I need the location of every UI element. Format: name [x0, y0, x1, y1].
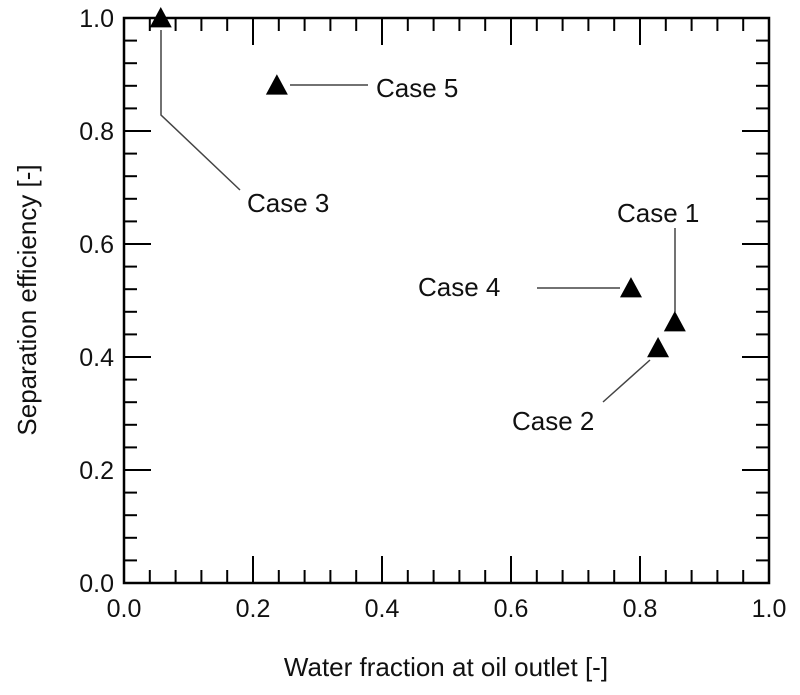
- x-tick-label: 0.8: [623, 595, 658, 623]
- leader-line: [602, 359, 651, 403]
- data-point-triangle: [647, 336, 670, 358]
- x-tick-label: 1.0: [752, 595, 787, 623]
- x-tick-label: 0.2: [236, 595, 271, 623]
- annotations: Case 1 Case 2 Case 3 Case 4 Case 5: [160, 30, 699, 436]
- y-tick-label: 0.2: [79, 457, 114, 485]
- y-tick-label: 1.0: [79, 5, 114, 33]
- plot-frame: [122, 16, 771, 585]
- data-point-triangle: [619, 277, 642, 298]
- point-label: Case 5: [376, 73, 458, 103]
- data-point-triangle: [663, 310, 686, 332]
- leader-line: [160, 30, 241, 191]
- y-tick-label: 0.0: [79, 570, 114, 598]
- point-label: Case 1: [617, 198, 699, 228]
- point-label: Case 3: [247, 188, 329, 218]
- point-label: Case 4: [418, 272, 500, 302]
- data-points: [149, 7, 686, 358]
- x-tick-label: 0.6: [494, 595, 529, 623]
- y-tick-label: 0.8: [79, 118, 114, 146]
- data-point-triangle: [149, 7, 172, 28]
- point-label: Case 2: [512, 406, 594, 436]
- axes: 0.0 0.2 0.4 0.6 0.8 1.0 0.0 0.2 0.4 0.6 0.8 1.0: [79, 5, 786, 623]
- data-point-triangle: [265, 74, 288, 95]
- y-tick-label: 0.6: [79, 231, 114, 259]
- x-tick-label: 0.0: [107, 595, 142, 623]
- y-axis-label: Separation efficiency [-]: [12, 164, 42, 435]
- y-tick-label: 0.4: [79, 344, 114, 372]
- x-tick-label: 0.4: [365, 595, 400, 623]
- x-axis-label: Water fraction at oil outlet [-]: [284, 652, 608, 682]
